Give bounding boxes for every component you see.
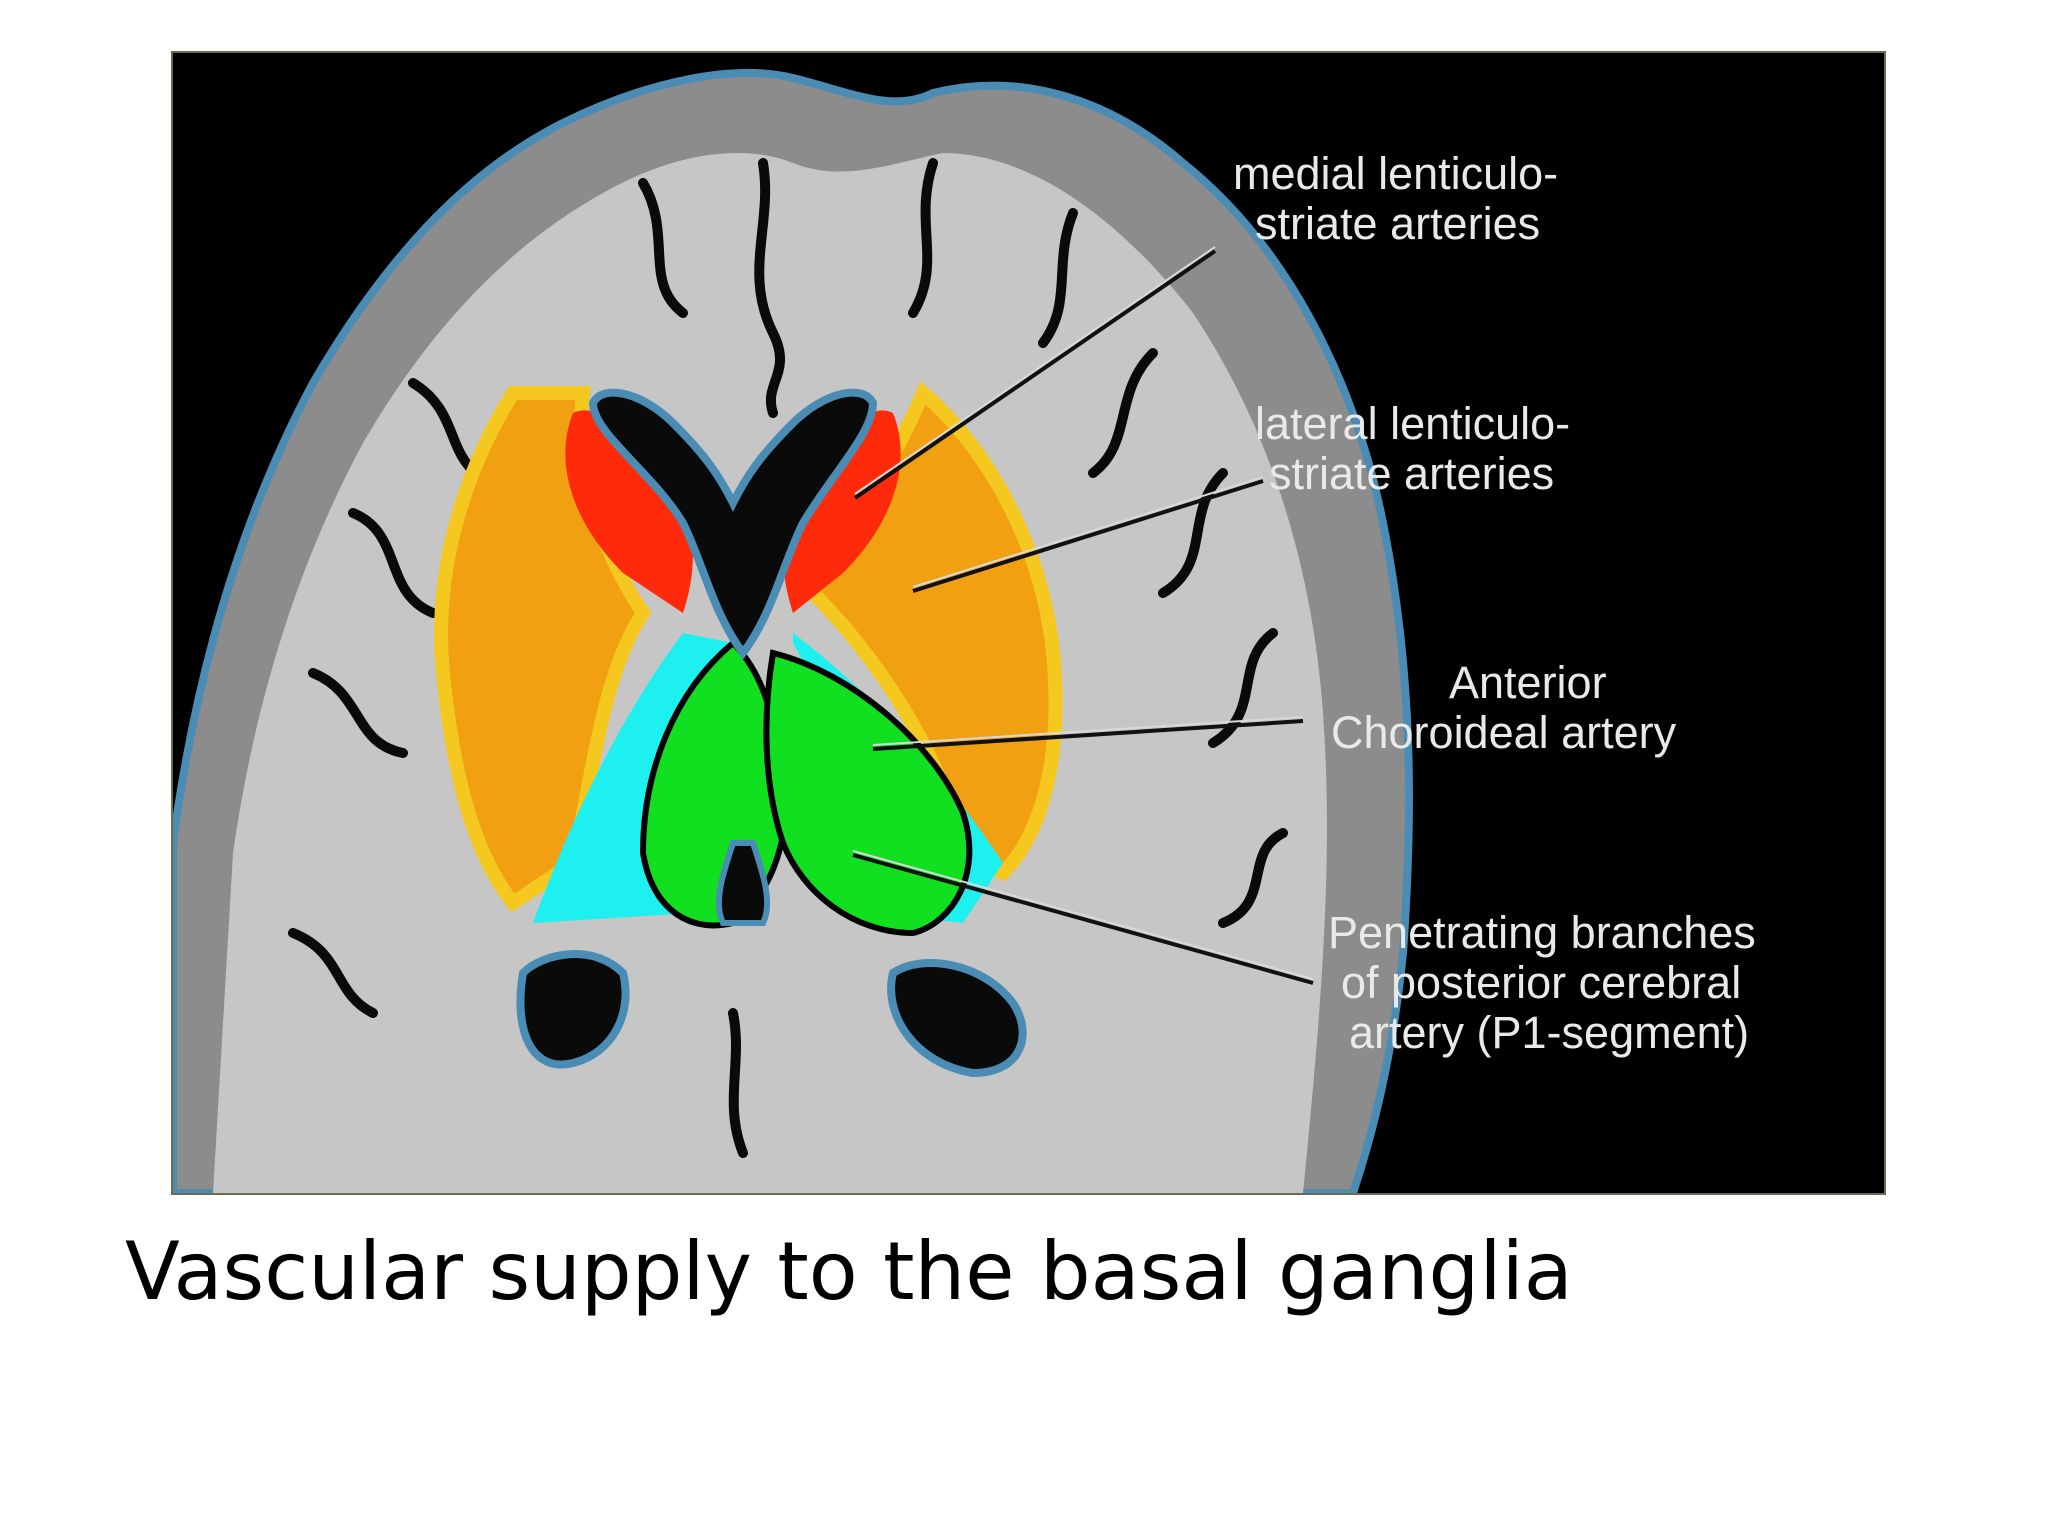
brain-axial-diagram: medial lenticulo- striate arteries later…	[173, 53, 1884, 1193]
label-choroidal-line2: Choroideal artery	[1331, 707, 1677, 758]
region-posterior-cerebral-p1-right	[763, 649, 973, 937]
leader-lines-highlight	[852, 246, 1314, 980]
label-lateral-line1: lateral lenticulo-	[1255, 398, 1570, 449]
label-posterior-line2: of posterior cerebral	[1341, 957, 1741, 1008]
region-medial-lenticulostriate-left	[565, 410, 693, 613]
sulci	[288, 158, 1288, 1158]
ventricle-occipital-right	[887, 959, 1027, 1078]
label-posterior-line1: Penetrating branches	[1328, 907, 1756, 958]
label-medial-line1: medial lenticulo-	[1233, 148, 1558, 199]
ventricle-third	[715, 840, 771, 926]
label-posterior-line3: artery (P1-segment)	[1349, 1007, 1749, 1058]
label-choroidal-line1: Anterior	[1449, 657, 1607, 708]
slide-caption: Vascular supply to the basal ganglia	[125, 1225, 1573, 1318]
label-lateral-line2: striate arteries	[1269, 448, 1554, 499]
brain-diagram-svg: medial lenticulo- striate arteries later…	[173, 69, 1756, 1193]
ventricle-occipital-left	[516, 950, 630, 1069]
label-medial-line2: striate arteries	[1255, 198, 1540, 249]
leader-lines	[852, 249, 1314, 985]
ventricle-frontal-horns	[588, 388, 878, 660]
region-medial-lenticulostriate-right	[783, 410, 901, 613]
